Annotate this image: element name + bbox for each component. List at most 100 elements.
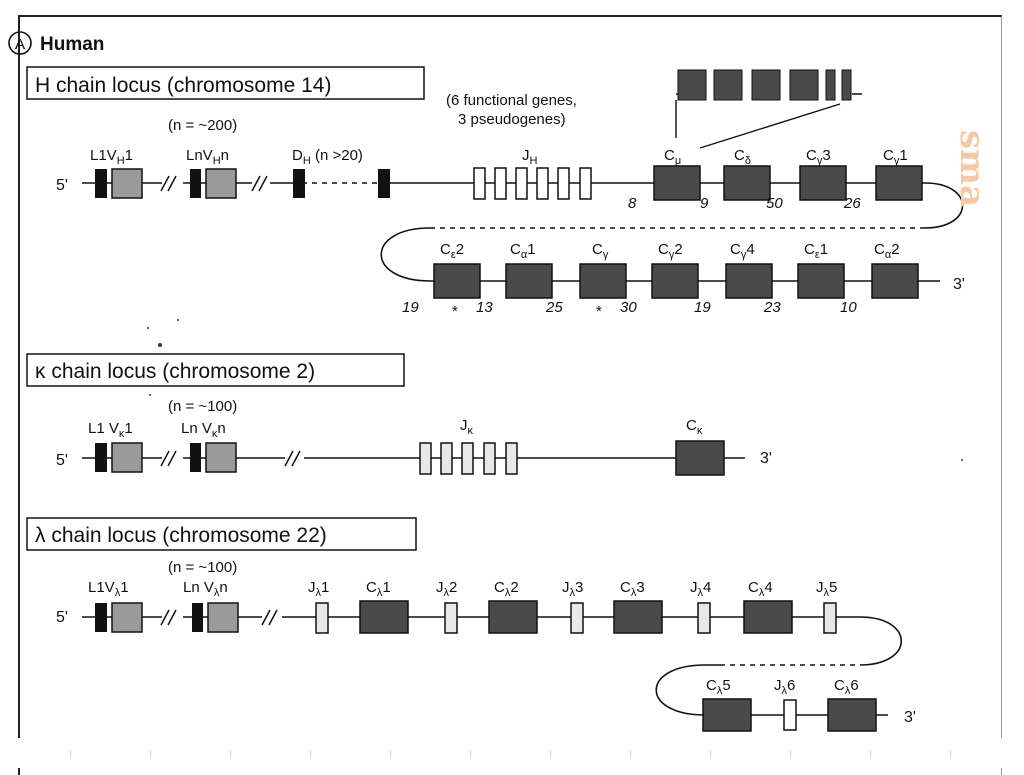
lambda-j-segment-6: [783, 699, 797, 731]
label-j-lambda4: Jλ4: [690, 579, 711, 599]
label-c-lambda4: Cλ4: [748, 579, 773, 599]
label-c-delta: Cδ: [734, 147, 751, 167]
lambda-gap-marks: [160, 609, 278, 626]
ruler-tick: [710, 750, 711, 758]
label-c-alpha1: Cα1: [510, 241, 536, 261]
label-kappa-lnvkn: Ln Vκn: [181, 420, 226, 440]
kappa-three-prime: 3': [760, 450, 772, 467]
kappa-j-segments: [419, 442, 518, 475]
lambda-locus-title: λ chain locus (chromosome 22): [35, 524, 327, 547]
label-c-gamma2: Cγ2: [658, 241, 683, 261]
h-c-segments-row1: [653, 165, 923, 201]
h-d-segment-first: [293, 169, 305, 198]
kappa-locus-title: κ chain locus (chromosome 2): [35, 360, 315, 383]
h-loop-right: [924, 182, 964, 229]
panel-marker: A: [15, 36, 25, 53]
label-c-alpha2: Cα2: [874, 241, 900, 261]
lambda-j-segments-row1: [315, 602, 837, 634]
pseudogene-star: *: [452, 303, 458, 320]
panel-title: Human: [40, 34, 104, 55]
label-c-lambda2: Cλ2: [494, 579, 519, 599]
distance-label: 19: [402, 299, 419, 316]
distance-label: 50: [766, 195, 783, 212]
label-c-epsilon2: Cε2: [440, 241, 464, 261]
lambda-c-segments-row1: [359, 600, 793, 634]
label-lambda-l1vl1: L1Vλ1: [88, 579, 129, 599]
lambda-c-segment-6: [827, 698, 877, 732]
label-j-lambda6: Jλ6: [774, 677, 795, 697]
label-j-lambda3: Jλ3: [562, 579, 583, 599]
label-kappa-ck: Cκ: [686, 417, 703, 437]
ruler-tick: [390, 750, 391, 758]
panel-marker-circle: [8, 31, 32, 55]
label-c-gamma: Cγ: [592, 241, 609, 261]
lambda-v-segment-1: [111, 602, 143, 633]
label-lambda-lnvln: Ln Vλn: [183, 579, 228, 599]
figure-frame: [18, 15, 1002, 775]
label-j-lambda5: Jλ5: [816, 579, 837, 599]
h-note-line1: (6 functional genes,: [446, 92, 577, 109]
lambda-leader-1: [95, 603, 107, 632]
h-row1-distances: 8 9 50 26: [628, 195, 861, 212]
label-h-l1vh1: L1VH1: [90, 147, 133, 167]
h-j-segments: [473, 167, 592, 200]
h-row2-distances: 19 * 13 25 * 30 19 23 10: [402, 299, 857, 320]
ruler-tick: [550, 750, 551, 758]
ruler-tick: [70, 750, 71, 758]
ruler-tick: [790, 750, 791, 758]
label-c-gamma4: Cγ4: [730, 241, 755, 261]
h-leader-n: [190, 169, 201, 198]
h-five-prime: 5': [56, 177, 68, 194]
kappa-leader-1: [95, 443, 107, 472]
distance-label: 26: [843, 195, 861, 212]
h-locus-title: H chain locus (chromosome 14): [35, 74, 331, 97]
label-c-gamma1: Cγ1: [883, 147, 908, 167]
h-v-segment-1: [111, 168, 143, 199]
ruler-tick: [150, 750, 151, 758]
h-gap-marks: [160, 175, 268, 192]
lambda-v-count: (n = ~100): [168, 559, 237, 576]
ruler-tick: [470, 750, 471, 758]
scan-specks: [147, 319, 963, 461]
label-h-lnvhn: LnVHn: [186, 147, 229, 167]
label-j-lambda1: Jλ1: [308, 579, 329, 599]
h-three-prime: 3': [953, 276, 965, 293]
h-note-line2: 3 pseudogenes): [458, 111, 566, 128]
kappa-five-prime: 5': [56, 452, 68, 469]
ruler-tick: [630, 750, 631, 758]
kappa-c-segment: [675, 440, 725, 476]
lambda-locus-title-box: [26, 517, 417, 551]
lambda-three-prime: 3': [904, 709, 916, 726]
distance-label: 19: [694, 299, 711, 316]
kappa-gap-marks: [160, 450, 301, 467]
distance-label: 25: [545, 299, 563, 316]
label-h-dh: DH (n >20): [292, 147, 363, 167]
lambda-c-segment-5: [702, 698, 752, 732]
label-j-lambda2: Jλ2: [436, 579, 457, 599]
kappa-leader-n: [190, 443, 201, 472]
label-kappa-jk: Jκ: [460, 417, 474, 437]
ruler-tick: [230, 750, 231, 758]
lambda-loop-right: [859, 616, 902, 666]
watermark-text: sma: [952, 130, 992, 208]
ruler-tick: [950, 750, 951, 758]
ruler-tick: [310, 750, 311, 758]
distance-label: 10: [840, 299, 857, 316]
h-c-segments-row2: [433, 263, 919, 299]
label-h-jh: JH: [522, 147, 538, 167]
label-c-mu: Cμ: [664, 147, 681, 167]
label-c-gamma3: Cγ3: [806, 147, 831, 167]
label-c-epsilon1: Cε1: [804, 241, 828, 261]
pseudogene-star: *: [596, 303, 602, 320]
distance-label: 8: [628, 195, 637, 212]
lambda-leader-n: [192, 603, 203, 632]
distance-label: 30: [620, 299, 637, 316]
kappa-v-segment-1: [111, 442, 143, 473]
h-loop-left: [380, 227, 431, 282]
label-kappa-l1vk1: L1 Vκ1: [88, 420, 133, 440]
h-v-segment-n: [205, 168, 237, 199]
h-locus-title-box: [26, 66, 425, 100]
h-d-segment-last: [378, 169, 390, 198]
distance-label: 23: [763, 299, 781, 316]
